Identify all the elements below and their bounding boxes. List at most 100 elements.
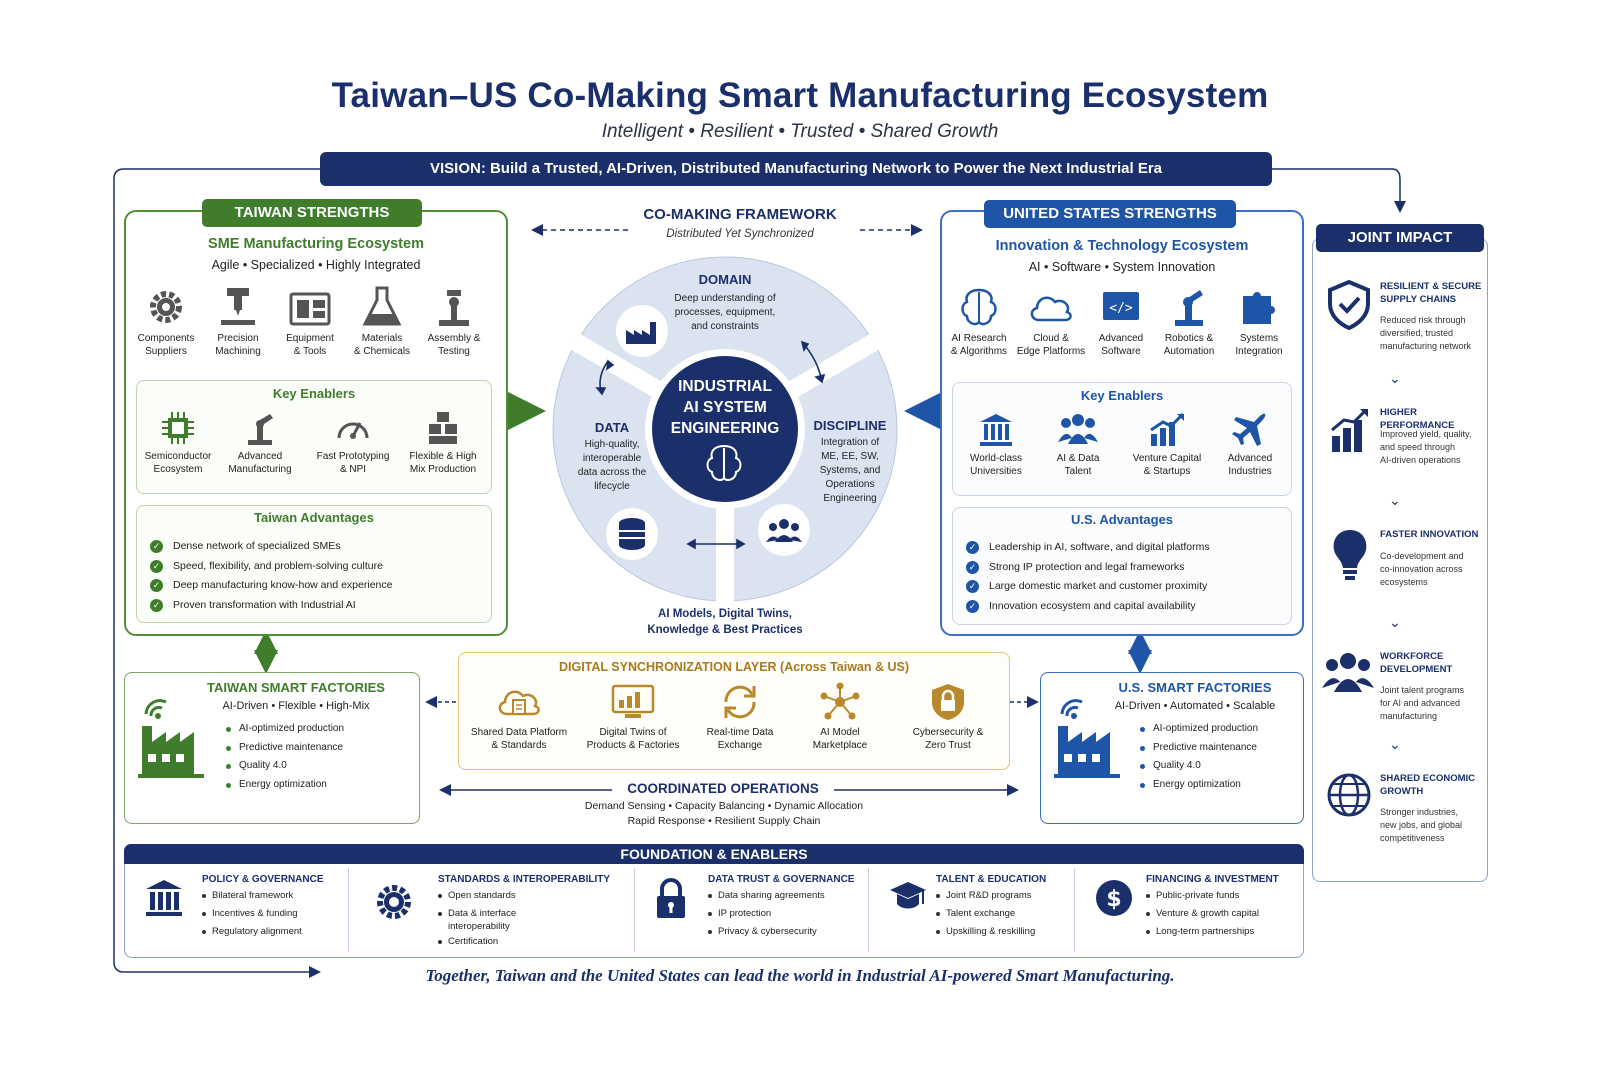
taiwan-enabler-item: Fast Prototyping & NPI bbox=[308, 410, 398, 476]
joint-impact-item: FASTER INNOVATION Co-development and co-… bbox=[1308, 528, 1480, 608]
chevron-down-icon: ⌄ bbox=[1389, 370, 1401, 386]
list-item: Energy optimization bbox=[1140, 776, 1300, 795]
sync-item: Shared Data Platform & Standards bbox=[466, 682, 572, 752]
taiwan-heading: SME Manufacturing Ecosystem bbox=[208, 236, 424, 252]
robot-arm-icon bbox=[1175, 290, 1203, 326]
smart-factory-icon bbox=[1054, 699, 1120, 778]
list-item: Data sharing agreements bbox=[708, 889, 868, 902]
sync-item: AI Model Marketplace bbox=[790, 682, 890, 752]
taiwan-icon-item: Precision Machining bbox=[206, 286, 270, 358]
us-factories-list: AI-optimized production Predictive maint… bbox=[1140, 720, 1300, 794]
taiwan-factories-list: AI-optimized production Predictive maint… bbox=[226, 720, 416, 794]
icon-label: Cybersecurity & Zero Trust bbox=[912, 727, 984, 751]
us-icon-item: Systems Integration bbox=[1226, 286, 1292, 358]
data-text: High-quality, interoperable data across … bbox=[577, 439, 647, 492]
foundation-title: FOUNDATION & ENABLERS bbox=[124, 844, 1304, 864]
joint-impact-item: HIGHER PERFORMANCE Improved yield, quali… bbox=[1308, 406, 1480, 486]
airplane-icon bbox=[1232, 413, 1266, 446]
foundation-col-title: STANDARDS & INTEROPERABILITY bbox=[438, 874, 611, 885]
taiwan-advantages-list: ✓Dense network of specialized SMEs ✓Spee… bbox=[150, 537, 480, 615]
us-enabler-item: Advanced Industries bbox=[1210, 412, 1290, 478]
list-item: Regulatory alignment bbox=[202, 925, 352, 938]
list-item: Open standards bbox=[438, 889, 628, 902]
people-icon bbox=[766, 519, 802, 542]
joint-impact-item: WORKFORCE DEVELOPMENT Joint talent progr… bbox=[1308, 650, 1480, 730]
impact-desc: Reduced risk through diversified, truste… bbox=[1380, 315, 1472, 351]
list-item: ✓Strong IP protection and legal framewor… bbox=[966, 558, 1286, 578]
database-icon bbox=[619, 518, 645, 550]
foundation-col: DATA TRUST & GOVERNANCE Data sharing agr… bbox=[646, 868, 866, 960]
shield-check-icon bbox=[1328, 280, 1370, 330]
shield-lock-icon bbox=[932, 684, 964, 720]
impact-desc: Co-development and co-innovation across … bbox=[1380, 551, 1464, 587]
data-title: DATA bbox=[594, 420, 630, 435]
impact-desc: Improved yield, quality, and speed throu… bbox=[1380, 429, 1472, 465]
list-item: Privacy & cybersecurity bbox=[708, 925, 868, 938]
check-icon: ✓ bbox=[966, 560, 979, 574]
network-icon bbox=[820, 682, 860, 720]
impact-desc: Stronger industries, new jobs, and globa… bbox=[1380, 807, 1463, 843]
list-item: Long-term partnerships bbox=[1146, 925, 1302, 938]
chevron-down-icon: ⌄ bbox=[1389, 492, 1401, 508]
icon-label: Cloud & Edge Platforms bbox=[1016, 333, 1086, 357]
list-item: Predictive maintenance bbox=[1140, 739, 1300, 758]
puzzle-icon bbox=[1243, 292, 1275, 324]
university-icon bbox=[980, 414, 1012, 446]
icon-label: Fast Prototyping & NPI bbox=[316, 451, 390, 475]
us-heading: Innovation & Technology Ecosystem bbox=[995, 238, 1249, 254]
closing-statement: Together, Taiwan and the United States c… bbox=[425, 966, 1175, 985]
list-item: Upskilling & reskilling bbox=[936, 925, 1072, 938]
foundation-col: $ FINANCING & INVESTMENT Public-private … bbox=[1090, 868, 1302, 960]
gear-icon bbox=[150, 291, 182, 323]
framework-title: CO-MAKING FRAMEWORK bbox=[643, 206, 837, 223]
list-item: ✓Speed, flexibility, and problem-solving… bbox=[150, 557, 480, 577]
domain-title: DOMAIN bbox=[698, 272, 752, 287]
discipline-title: DISCIPLINE bbox=[813, 418, 887, 433]
icon-label: Equipment & Tools bbox=[286, 333, 334, 357]
cloud-icon bbox=[1030, 296, 1072, 322]
foundation-col-title: DATA TRUST & GOVERNANCE bbox=[708, 874, 855, 885]
icon-label: World-class Universities bbox=[969, 453, 1023, 477]
brain-icon bbox=[961, 288, 997, 326]
digital-sync-title: DIGITAL SYNCHRONIZATION LAYER (Across Ta… bbox=[558, 660, 910, 674]
divider bbox=[1074, 868, 1075, 952]
taiwan-factories-title: TAIWAN SMART FACTORIES bbox=[207, 680, 385, 695]
taiwan-icon-item: Equipment & Tools bbox=[278, 286, 342, 358]
taiwan-icon-item: Assembly & Testing bbox=[422, 286, 486, 358]
divider bbox=[348, 868, 349, 952]
chevron-down-icon: ⌄ bbox=[1389, 614, 1401, 630]
list-item: Talent exchange bbox=[936, 907, 1072, 920]
framework-wheel bbox=[552, 256, 898, 602]
check-icon: ✓ bbox=[966, 580, 979, 594]
list-item: Public-private funds bbox=[1146, 889, 1302, 902]
gauge-icon bbox=[337, 422, 369, 439]
page-title: Taiwan–US Co-Making Smart Manufacturing … bbox=[331, 76, 1269, 115]
robot-arm-icon bbox=[248, 414, 273, 445]
factory-icon bbox=[626, 322, 656, 344]
icon-label: Assembly & Testing bbox=[427, 333, 481, 357]
cloud-data-icon bbox=[498, 690, 540, 716]
smart-factory-icon bbox=[138, 699, 204, 778]
check-icon: ✓ bbox=[966, 541, 979, 555]
foundation-col-title: POLICY & GOVERNANCE bbox=[202, 874, 324, 885]
advantage-text: Speed, flexibility, and problem-solving … bbox=[173, 559, 383, 572]
joint-impact-item: RESILIENT & SECURE SUPPLY CHAINS Reduced… bbox=[1308, 280, 1481, 360]
list-item: Energy optimization bbox=[226, 776, 416, 795]
icon-label: Systems Integration bbox=[1235, 333, 1283, 357]
globe-icon bbox=[1327, 773, 1371, 817]
list-item: Quality 4.0 bbox=[1140, 757, 1300, 776]
vision-banner: VISION: Build a Trusted, AI-Driven, Dist… bbox=[320, 152, 1272, 186]
icon-label: AI Model Marketplace bbox=[812, 727, 868, 751]
us-enablers-title: Key Enablers bbox=[1080, 388, 1164, 403]
check-icon: ✓ bbox=[150, 579, 163, 593]
taiwan-tagline: Agile • Specialized • Highly Integrated bbox=[211, 258, 421, 272]
taiwan-icon-item: Materials & Chemicals bbox=[350, 286, 414, 358]
list-item: Quality 4.0 bbox=[226, 757, 416, 776]
impact-title: RESILIENT & SECURE SUPPLY CHAINS bbox=[1380, 281, 1482, 305]
foundation-col-title: FINANCING & INVESTMENT bbox=[1146, 874, 1279, 885]
us-icon-item: AI Research & Algorithms bbox=[946, 286, 1012, 358]
impact-title: SHARED ECONOMIC GROWTH bbox=[1380, 773, 1476, 797]
foundation-col: STANDARDS & INTEROPERABILITY Open standa… bbox=[370, 868, 630, 960]
framework-outputs: AI Models, Digital Twins, Knowledge & Be… bbox=[647, 608, 803, 636]
list-item: AI-optimized production bbox=[1140, 720, 1300, 739]
